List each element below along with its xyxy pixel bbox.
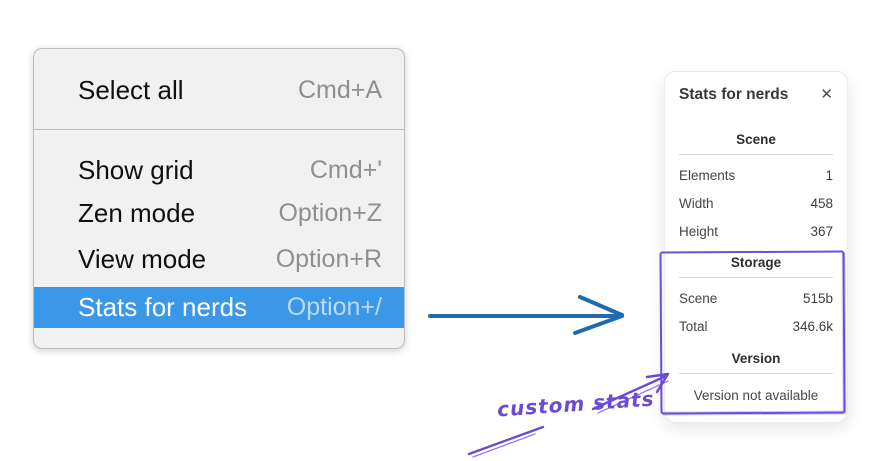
section-divider xyxy=(679,373,833,374)
annotation-arrow xyxy=(467,372,670,458)
stat-row-width: Width 458 xyxy=(665,189,847,217)
stat-value: 1 xyxy=(825,167,833,183)
stats-panel-title: Stats for nerds xyxy=(679,85,789,103)
menu-item-label: Stats for nerds xyxy=(78,292,248,322)
menu-separator xyxy=(34,129,404,130)
stat-label: Scene xyxy=(679,290,718,306)
menu-item-shortcut: Option+Z xyxy=(278,198,382,227)
menu-item-label: Show grid xyxy=(78,154,194,185)
menu-item-label: Select all xyxy=(78,74,184,105)
menu-item-stats-for-nerds[interactable]: Stats for nerds Option+/ xyxy=(34,287,404,328)
stats-panel: Stats for nerds ✕ Scene Elements 1 Width… xyxy=(664,71,848,423)
stat-row-scene-size: Scene 515b xyxy=(665,284,847,312)
section-title-scene: Scene xyxy=(736,132,776,147)
menu-item-shortcut: Option+/ xyxy=(286,293,382,321)
stat-row-total-size: Total 346.6k xyxy=(665,312,847,340)
stat-row-height: Height 367 xyxy=(665,217,847,245)
section-divider xyxy=(679,154,833,155)
stats-panel-header: Stats for nerds ✕ xyxy=(665,72,847,104)
menu-item-show-grid[interactable]: Show grid Cmd+' xyxy=(34,148,404,192)
stat-value: 367 xyxy=(810,223,833,239)
section-divider xyxy=(679,277,833,278)
menu-item-shortcut: Cmd+' xyxy=(309,155,382,184)
menu-item-zen-mode[interactable]: Zen mode Option+Z xyxy=(34,191,404,235)
close-icon[interactable]: ✕ xyxy=(820,86,833,103)
stat-value: 346.6k xyxy=(792,318,833,334)
stat-value: 515b xyxy=(802,290,833,306)
menu-item-select-all[interactable]: Select all Cmd+A xyxy=(34,68,404,112)
stat-label: Height xyxy=(679,223,719,239)
stat-row-elements: Elements 1 xyxy=(665,161,847,189)
menu-item-shortcut: Cmd+A xyxy=(297,75,382,104)
stat-value: 458 xyxy=(810,195,833,211)
context-menu: Select all Cmd+A Show grid Cmd+' Zen mod… xyxy=(33,48,405,349)
menu-item-label: Zen mode xyxy=(78,197,196,228)
stat-label: Total xyxy=(679,318,708,334)
stat-label: Elements xyxy=(679,167,736,183)
section-title-storage: Storage xyxy=(730,255,782,270)
version-note: Version not available xyxy=(693,388,819,403)
stat-label: Width xyxy=(679,195,714,211)
menu-item-label: View mode xyxy=(78,243,207,274)
menu-item-shortcut: Option+R xyxy=(275,244,382,273)
menu-item-view-mode[interactable]: View mode Option+R xyxy=(34,237,404,281)
menu-to-panel-arrow xyxy=(428,295,624,335)
section-title-version: Version xyxy=(731,351,781,366)
